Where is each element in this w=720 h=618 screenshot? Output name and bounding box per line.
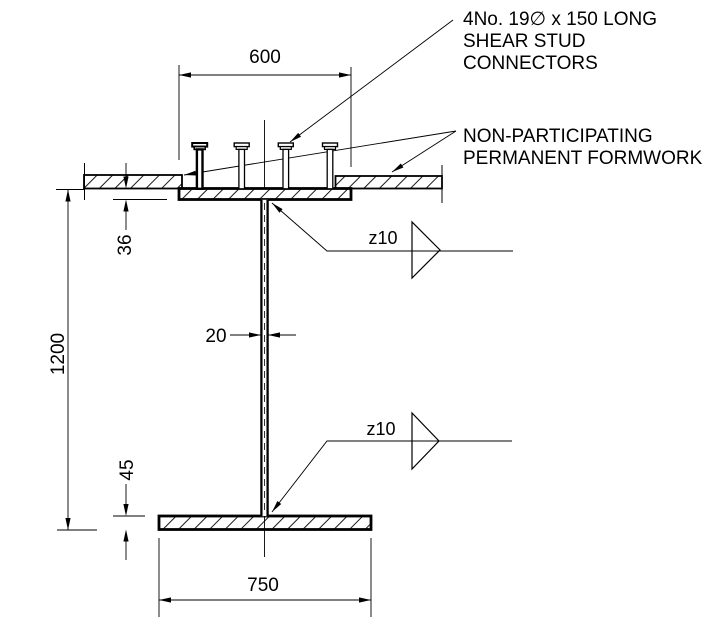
formwork-note-arrow-right bbox=[392, 163, 404, 172]
weld-top-flag bbox=[411, 220, 441, 280]
top-flange bbox=[177, 187, 353, 201]
dim-bottom-flange-thickness bbox=[113, 484, 145, 560]
stud-note: 4No. 19∅ x 150 LONG SHEAR STUD CONNECTOR… bbox=[463, 9, 657, 74]
formwork-note-line2: PERMANENT FORMWORK bbox=[463, 148, 703, 169]
dim-top-flange-thickness-text: 36 bbox=[115, 234, 136, 255]
formwork-left-strip bbox=[83, 163, 183, 200]
dim-web-thickness bbox=[230, 332, 296, 338]
dim-top-flange-width-text: 600 bbox=[249, 47, 281, 68]
stud-note-line3: CONNECTORS bbox=[463, 53, 598, 74]
stud-note-arrow bbox=[290, 132, 301, 142]
dim-overall-depth-text: 1200 bbox=[48, 333, 69, 375]
formwork-note-arrow-left bbox=[184, 170, 197, 176]
dim-bottom-flange-width bbox=[158, 538, 372, 617]
weld-bottom-text: z10 bbox=[366, 419, 395, 439]
dim-overall-depth bbox=[56, 189, 97, 531]
stud-note-line1: 4No. 19∅ x 150 LONG bbox=[463, 9, 657, 30]
stud-note-leader bbox=[289, 19, 454, 143]
shear-stud-1 bbox=[191, 142, 209, 190]
formwork-note: NON-PARTICIPATING PERMANENT FORMWORK bbox=[463, 126, 703, 169]
shear-stud-4 bbox=[321, 142, 339, 190]
formwork-note-leader-right bbox=[391, 130, 457, 173]
weld-top-arrow bbox=[272, 203, 283, 213]
shear-stud-3 bbox=[277, 142, 294, 190]
weld-symbol-bottom bbox=[271, 411, 512, 513]
dim-top-flange-thickness bbox=[113, 163, 167, 230]
web bbox=[260, 199, 269, 517]
formwork-note-leader-left bbox=[183, 130, 457, 176]
dim-top-flange-width bbox=[178, 65, 352, 167]
weld-symbol-top bbox=[271, 202, 513, 280]
bottom-flange bbox=[157, 514, 373, 531]
dim-web-thickness-text: 20 bbox=[205, 326, 226, 347]
shear-stud-2 bbox=[233, 142, 250, 190]
dim-bottom-flange-width-text: 750 bbox=[247, 575, 279, 596]
stud-note-line2: SHEAR STUD bbox=[463, 31, 585, 52]
formwork-right-strip bbox=[334, 165, 443, 203]
weld-bottom-arrow bbox=[272, 501, 282, 512]
formwork-note-line1: NON-PARTICIPATING bbox=[463, 126, 653, 147]
dim-bottom-flange-thickness-text: 45 bbox=[117, 459, 138, 480]
weld-top-text: z10 bbox=[368, 228, 397, 248]
weld-bottom-flag bbox=[411, 411, 440, 471]
